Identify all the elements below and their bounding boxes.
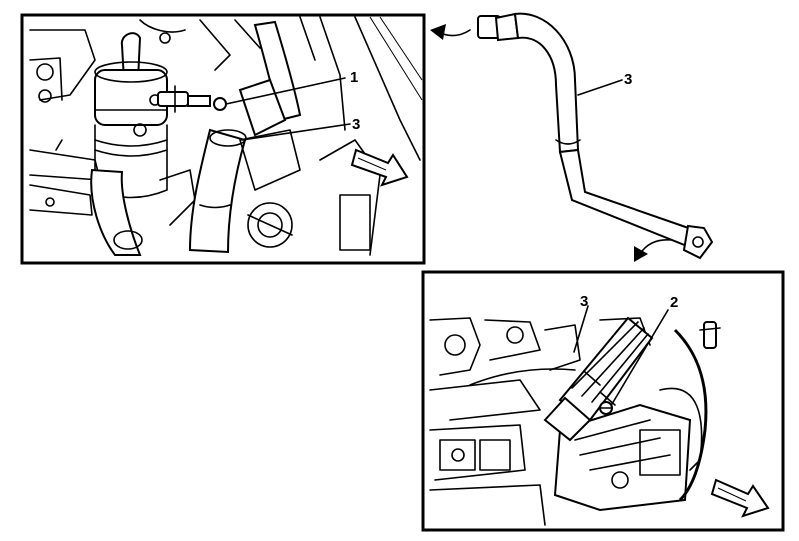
- compressor-fitting: [699, 321, 721, 349]
- suction-hose-installed: [543, 316, 654, 442]
- removal-arrow-bottom-head: [634, 246, 648, 262]
- ac-compressor: [553, 328, 708, 512]
- leader-line-2: [611, 309, 669, 405]
- line-fitting: [157, 85, 227, 113]
- callout-1: 1: [350, 69, 358, 86]
- leader-line-hose-3: [577, 79, 623, 96]
- inset-bottom-right: 3 2: [421, 270, 785, 532]
- leader-line-3-bottom: [573, 305, 589, 353]
- engine-bay-background: [29, 16, 423, 256]
- callout-2: 2: [670, 294, 678, 311]
- fitting-bolt: [599, 401, 613, 415]
- removal-arrow-top-head: [430, 24, 446, 40]
- callout-3-hose: 3: [624, 71, 632, 88]
- inset-top-left: 1 3: [20, 13, 426, 265]
- leader-line-1: [225, 77, 346, 105]
- direction-arrow-bottom: [710, 478, 770, 518]
- engine-background: [429, 317, 651, 526]
- ac-hose-assembly: 3: [430, 12, 714, 262]
- removal-arrow-bottom: [639, 238, 673, 255]
- lower-hose-left: [90, 168, 143, 256]
- callout-3-top: 3: [352, 116, 360, 133]
- direction-arrow-top: [350, 148, 409, 187]
- suction-hose-center: [188, 128, 247, 254]
- callout-3-bottom: 3: [580, 293, 588, 310]
- leader-line-3-top: [241, 123, 351, 141]
